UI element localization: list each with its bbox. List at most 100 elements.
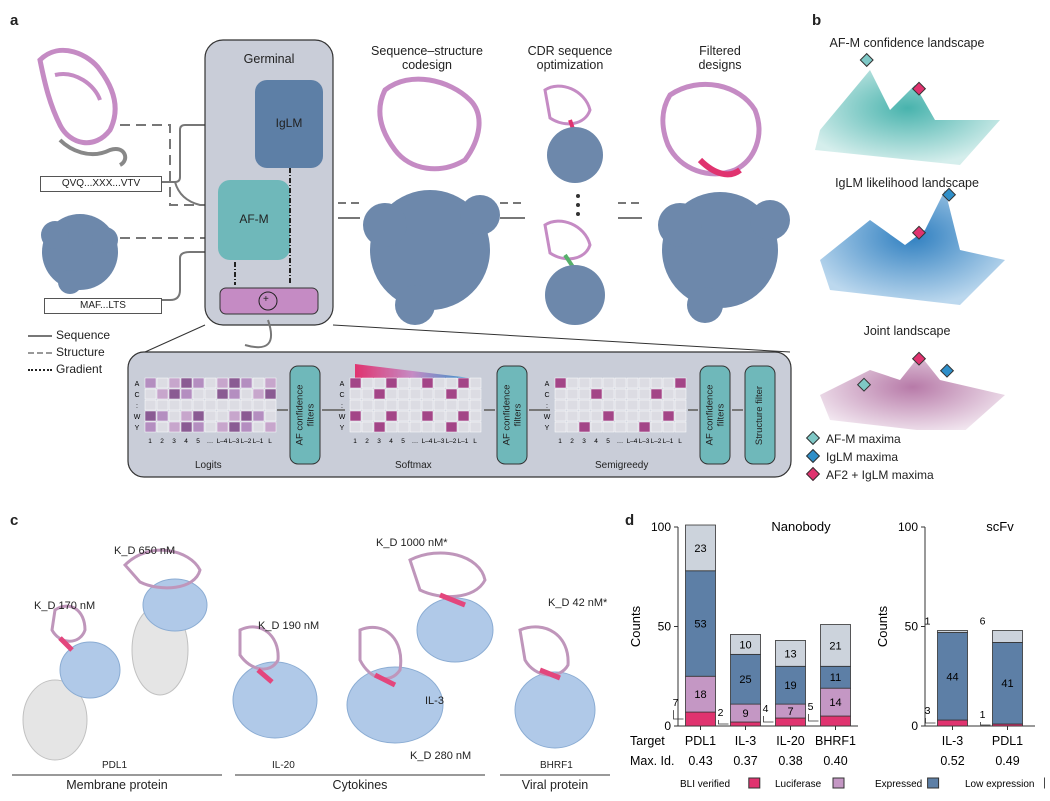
matrix-cell xyxy=(192,399,205,411)
germinal-title: Germinal xyxy=(243,52,295,66)
matrix-col-label: 2 xyxy=(570,438,574,445)
matrix-col-label: 5 xyxy=(196,438,200,445)
bar-segment xyxy=(775,640,806,667)
filtered-design-icon xyxy=(658,81,790,323)
legend-swatch xyxy=(748,777,761,789)
matrix-col-label: L–4 xyxy=(627,438,638,445)
matrix-col-label: 3 xyxy=(582,438,586,445)
x-tick-label: IL-3 xyxy=(942,734,964,748)
matrix-cell xyxy=(674,399,687,411)
panel-letter-b: b xyxy=(812,12,822,29)
bar-value-label: 18 xyxy=(694,689,706,701)
bar-value-label: 23 xyxy=(694,543,706,555)
bli-count-label: 4 xyxy=(763,703,769,715)
matrix-cell xyxy=(409,421,422,433)
low-expression-count-label: 6 xyxy=(980,615,986,627)
bar-segment xyxy=(992,630,1023,643)
matrix-cell xyxy=(144,399,157,411)
softmax-label: Softmax xyxy=(395,460,432,471)
matrix-cell xyxy=(144,377,157,389)
row-label-maxid: Max. Id. xyxy=(630,754,674,768)
matrix-row-label: W xyxy=(339,414,346,421)
matrix-cell xyxy=(373,377,386,389)
max-id-value: 0.49 xyxy=(995,754,1019,768)
matrix-cell xyxy=(421,377,434,389)
af-filter-1 xyxy=(289,365,321,465)
iglm-landscape-surface xyxy=(820,190,1005,305)
bar-value-label: 21 xyxy=(829,640,841,652)
matrix-row-label: W xyxy=(134,414,141,421)
target-sequence: MAF...LTS xyxy=(44,298,162,314)
matrix-cell xyxy=(228,377,241,389)
max-id-value: 0.43 xyxy=(688,754,712,768)
matrix-cell xyxy=(264,421,277,433)
matrix-cell xyxy=(228,410,241,422)
matrix-cell xyxy=(216,410,229,422)
logits-label: Logits xyxy=(195,460,222,471)
matrix-col-label: L–2 xyxy=(241,438,252,445)
legend-joint-maxima: AF2 + IgLM maxima xyxy=(805,466,934,483)
matrix-cell xyxy=(602,388,615,400)
structure-filter xyxy=(744,365,776,465)
matrix-cell xyxy=(216,377,229,389)
x-tick-label: IL-20 xyxy=(776,734,805,748)
matrix-cell xyxy=(457,399,470,411)
matrix-cell xyxy=(578,399,591,411)
matrix-cell xyxy=(228,421,241,433)
bli-pointer xyxy=(808,714,819,722)
kd-label-il20: K_D 190 nM xyxy=(258,620,320,632)
matrix-cell xyxy=(216,421,229,433)
matrix-cell xyxy=(674,421,687,433)
matrix-cell xyxy=(445,410,458,422)
matrix-cell xyxy=(204,388,217,400)
matrix-cell xyxy=(240,421,253,433)
bli-count-label: 5 xyxy=(808,701,814,713)
y-tick-label: 100 xyxy=(651,520,671,534)
matrix-cell xyxy=(397,410,410,422)
matrix-col-label: L xyxy=(473,438,477,445)
matrix-col-label: L–4 xyxy=(217,438,228,445)
matrix-cell xyxy=(469,421,482,433)
matrix-row-label: Y xyxy=(340,425,345,432)
bar-segment xyxy=(730,653,761,705)
matrix-cell xyxy=(469,399,482,411)
matrix-cell xyxy=(433,377,446,389)
matrix-cell xyxy=(445,399,458,411)
matrix-cell xyxy=(373,399,386,411)
structure-filter-label: Structure filter xyxy=(754,385,766,445)
matrix-row-label: C xyxy=(544,392,549,399)
matrix-cell xyxy=(650,410,663,422)
matrix-col-label: L–3 xyxy=(434,438,445,445)
matrix-cell xyxy=(385,421,398,433)
matrix-col-label: L–2 xyxy=(446,438,457,445)
matrix-cell xyxy=(168,388,181,400)
matrix-cell xyxy=(240,410,253,422)
afm-box xyxy=(218,180,290,260)
bar-segment xyxy=(685,711,716,727)
y-axis-label: Counts xyxy=(628,605,643,647)
matrix-cell xyxy=(457,410,470,422)
matrix-cell xyxy=(421,399,434,411)
matrix-cell xyxy=(662,388,675,400)
target-protein-icon xyxy=(41,214,118,294)
matrix-cell xyxy=(566,421,579,433)
matrix-cell xyxy=(216,388,229,400)
matrix-cell xyxy=(469,377,482,389)
legend-swatch xyxy=(832,777,845,789)
matrix-cell xyxy=(168,377,181,389)
bar-segment xyxy=(820,624,851,667)
row-label-target: Target xyxy=(630,734,665,748)
panel-letter-c: c xyxy=(10,512,19,529)
matrix-cell xyxy=(554,421,567,433)
bar-segment xyxy=(775,665,806,705)
matrix-cell xyxy=(361,421,374,433)
bar-segment xyxy=(685,675,716,713)
matrix-cell xyxy=(409,410,422,422)
bli-count-label: 3 xyxy=(925,705,931,717)
matrix-cell xyxy=(457,388,470,400)
matrix-cell xyxy=(192,388,205,400)
matrix-row-label: A xyxy=(545,381,550,388)
matrix-cell xyxy=(156,388,169,400)
kd-label-il3: K_D 1000 nM* xyxy=(376,537,448,549)
bli-pointer xyxy=(925,718,936,724)
